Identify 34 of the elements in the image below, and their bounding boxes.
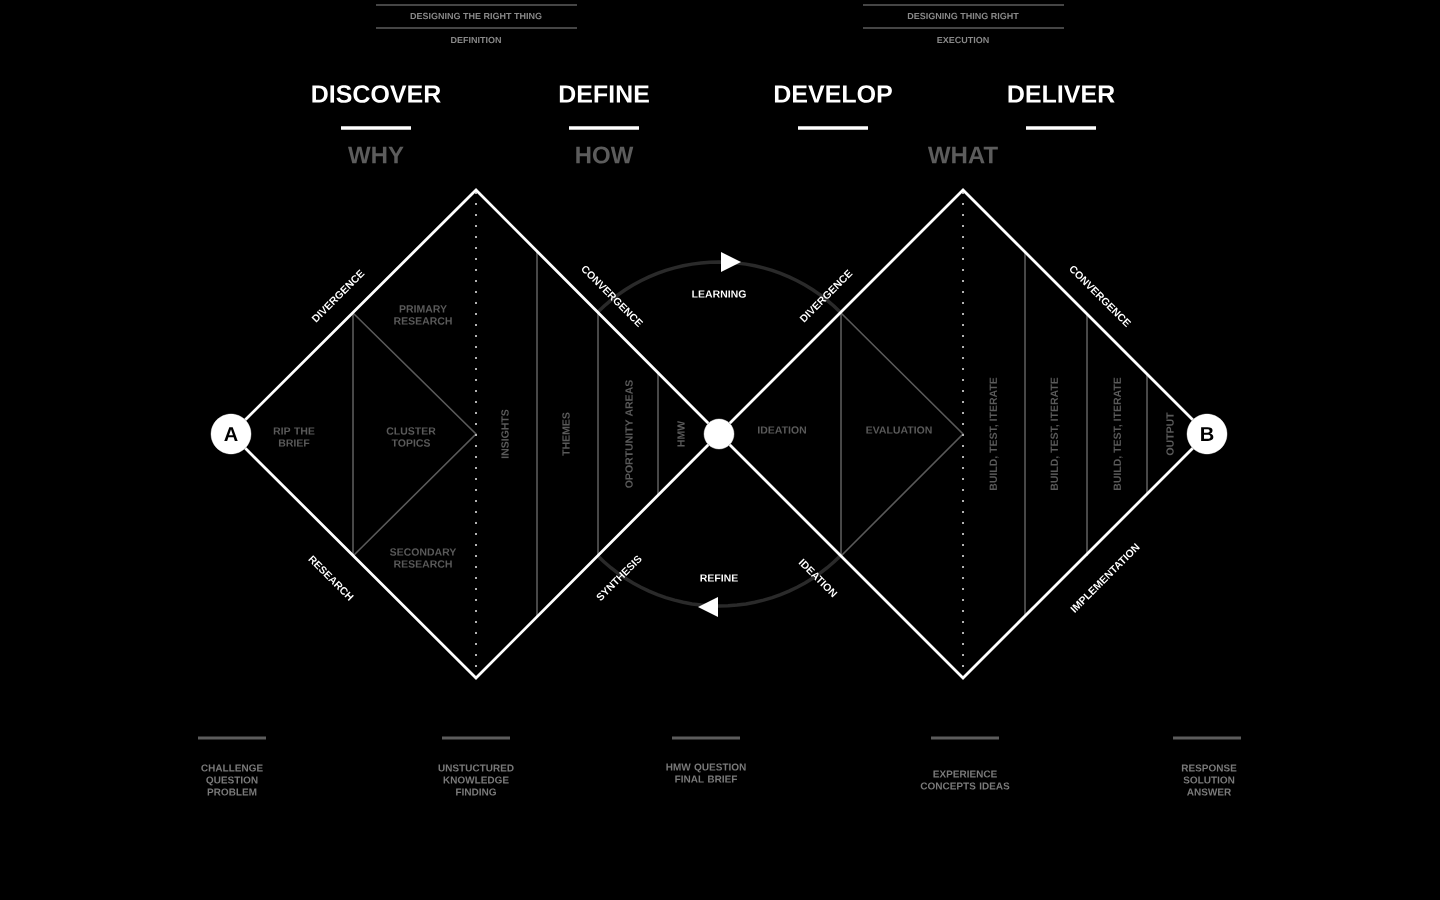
phase-heading: DISCOVER — [312, 85, 441, 103]
outcome-label: HMW QUESTION FINAL BRIEF — [666, 763, 746, 783]
question-label: WHAT — [927, 146, 998, 164]
cycle-label: REFINE — [700, 574, 738, 582]
stage-label: CLUSTER TOPICS — [386, 427, 436, 447]
section-label: DEFINITION — [451, 36, 501, 44]
diamond-side — [728, 443, 1194, 680]
phase-heading: DEFINE — [559, 85, 649, 103]
outcome-label: UNSTUCTURED KNOWLEDGE FINDING — [438, 764, 514, 796]
section-label: DESIGNING THE RIGHT THING — [410, 12, 542, 20]
midpoint-circle — [703, 418, 735, 450]
stage-label: OPORTUNITY AREAS — [625, 380, 633, 488]
diamond-side — [728, 188, 1194, 425]
phase-heading: DELIVER — [1008, 85, 1115, 103]
phase-heading: DEVELOP — [774, 85, 892, 103]
stage-label: BUILD, TEST, ITERATE — [989, 377, 999, 491]
section-label: EXECUTION — [937, 36, 989, 44]
stage-label: INSIGHTS — [501, 409, 509, 459]
stage-label: BUILD, TEST, ITERATE — [1113, 377, 1123, 491]
diamond-side — [244, 188, 710, 425]
outcome-label: EXPERIENCE CONCEPTS IDEAS — [920, 770, 1010, 790]
question-label: WHY — [348, 146, 404, 164]
diamond-side — [244, 443, 710, 680]
outcome-label: CHALLENGE QUESTION PROBLEM — [201, 764, 263, 796]
stage-label: BUILD, TEST, ITERATE — [1050, 377, 1060, 491]
stage-label: SECONDARY RESEARCH — [389, 548, 457, 568]
stage-label: HMW — [677, 420, 685, 447]
stage-label: THEMES — [562, 412, 570, 456]
stage-label: EVALUATION — [866, 426, 932, 434]
stage-label: PRIMARY RESEARCH — [394, 305, 452, 325]
outcome-label: RESPONSE SOLUTION ANSWER — [1181, 764, 1237, 796]
cycle-label: LEARNING — [692, 290, 746, 298]
question-label: HOW — [576, 146, 634, 164]
section-label: DESIGNING THING RIGHT — [907, 12, 1019, 20]
